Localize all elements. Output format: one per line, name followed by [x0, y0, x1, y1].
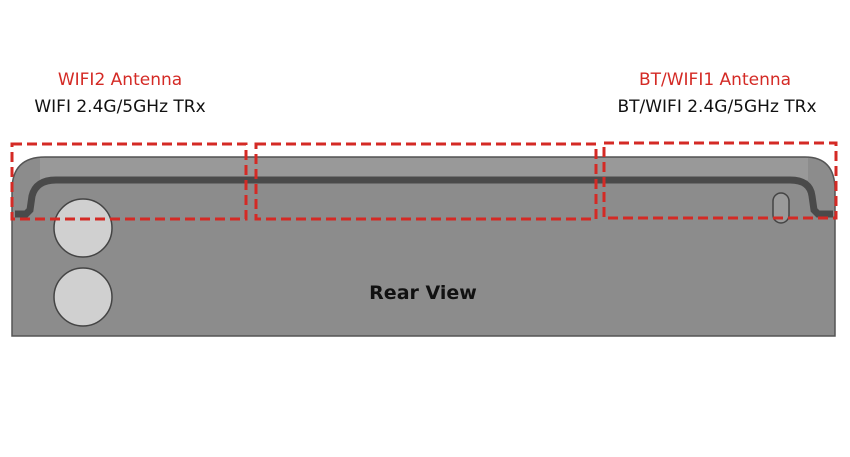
- wifi2-antenna-region: [10, 142, 248, 221]
- flash-pill: [772, 192, 790, 224]
- bt-wifi1-antenna-label: BT/WIFI1 Antenna: [638, 70, 792, 90]
- wifi2-band-label: WIFI 2.4G/5GHz TRx: [34, 97, 206, 117]
- antenna-band: [15, 176, 833, 218]
- top-band: [40, 158, 808, 180]
- device-body: [11, 156, 836, 337]
- camera-lens-1: [53, 198, 113, 258]
- camera-lens-2: [53, 267, 113, 327]
- middle-region: [254, 142, 598, 221]
- wifi2-antenna-label: WIFI2 Antenna: [57, 70, 183, 90]
- bt-wifi1-band-label: BT/WIFI 2.4G/5GHz TRx: [617, 97, 817, 117]
- bt-wifi1-antenna-region: [602, 141, 838, 220]
- rear-view-label: Rear View: [369, 282, 477, 304]
